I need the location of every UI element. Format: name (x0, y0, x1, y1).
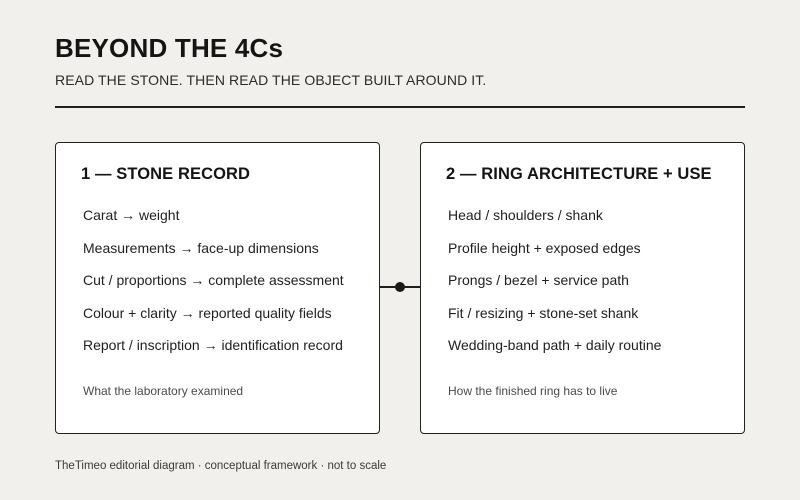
list-item: Carat → weight (83, 207, 180, 223)
panel-caption-stone-record: What the laboratory examined (83, 384, 244, 398)
list-item: Profile height + exposed edges (448, 239, 641, 256)
list-item: Colour + clarity → reported quality fiel… (83, 304, 332, 321)
ring-architecture-panel: 2 — RING ARCHITECTURE + USE Head / shoul… (420, 142, 745, 434)
list-item: Fit / resizing + stone-set shank (448, 304, 639, 321)
panel-caption-ring-architecture: How the finished ring has to live (448, 384, 618, 398)
list-item: Wedding-band path + daily routine (448, 337, 662, 353)
stone-record-list: Carat → weight Measurements → face-up di… (83, 207, 344, 370)
list-item: Prongs / bezel + service path (448, 272, 629, 288)
list-item: Head / shoulders / shank (448, 207, 603, 223)
stone-record-panel: 1 — STONE RECORD Carat → weight Measurem… (55, 142, 380, 434)
page-subtitle: READ THE STONE. THEN READ THE OBJECT BUI… (55, 72, 487, 88)
list-item: Report / inscription → identification re… (83, 337, 343, 353)
ring-architecture-list: Head / shoulders / shank Profile height … (448, 207, 661, 370)
panel-heading-stone-record: 1 — STONE RECORD (81, 165, 251, 183)
page-title: BEYOND THE 4Cs (55, 33, 284, 63)
connector-dot (395, 282, 405, 292)
footer-note: TheTimeo editorial diagram · conceptual … (55, 460, 387, 472)
list-item: Cut / proportions → complete assessment (83, 272, 344, 288)
header-divider (55, 106, 745, 108)
panel-heading-ring-architecture: 2 — RING ARCHITECTURE + USE (446, 165, 712, 183)
list-item: Measurements → face-up dimensions (83, 239, 319, 256)
